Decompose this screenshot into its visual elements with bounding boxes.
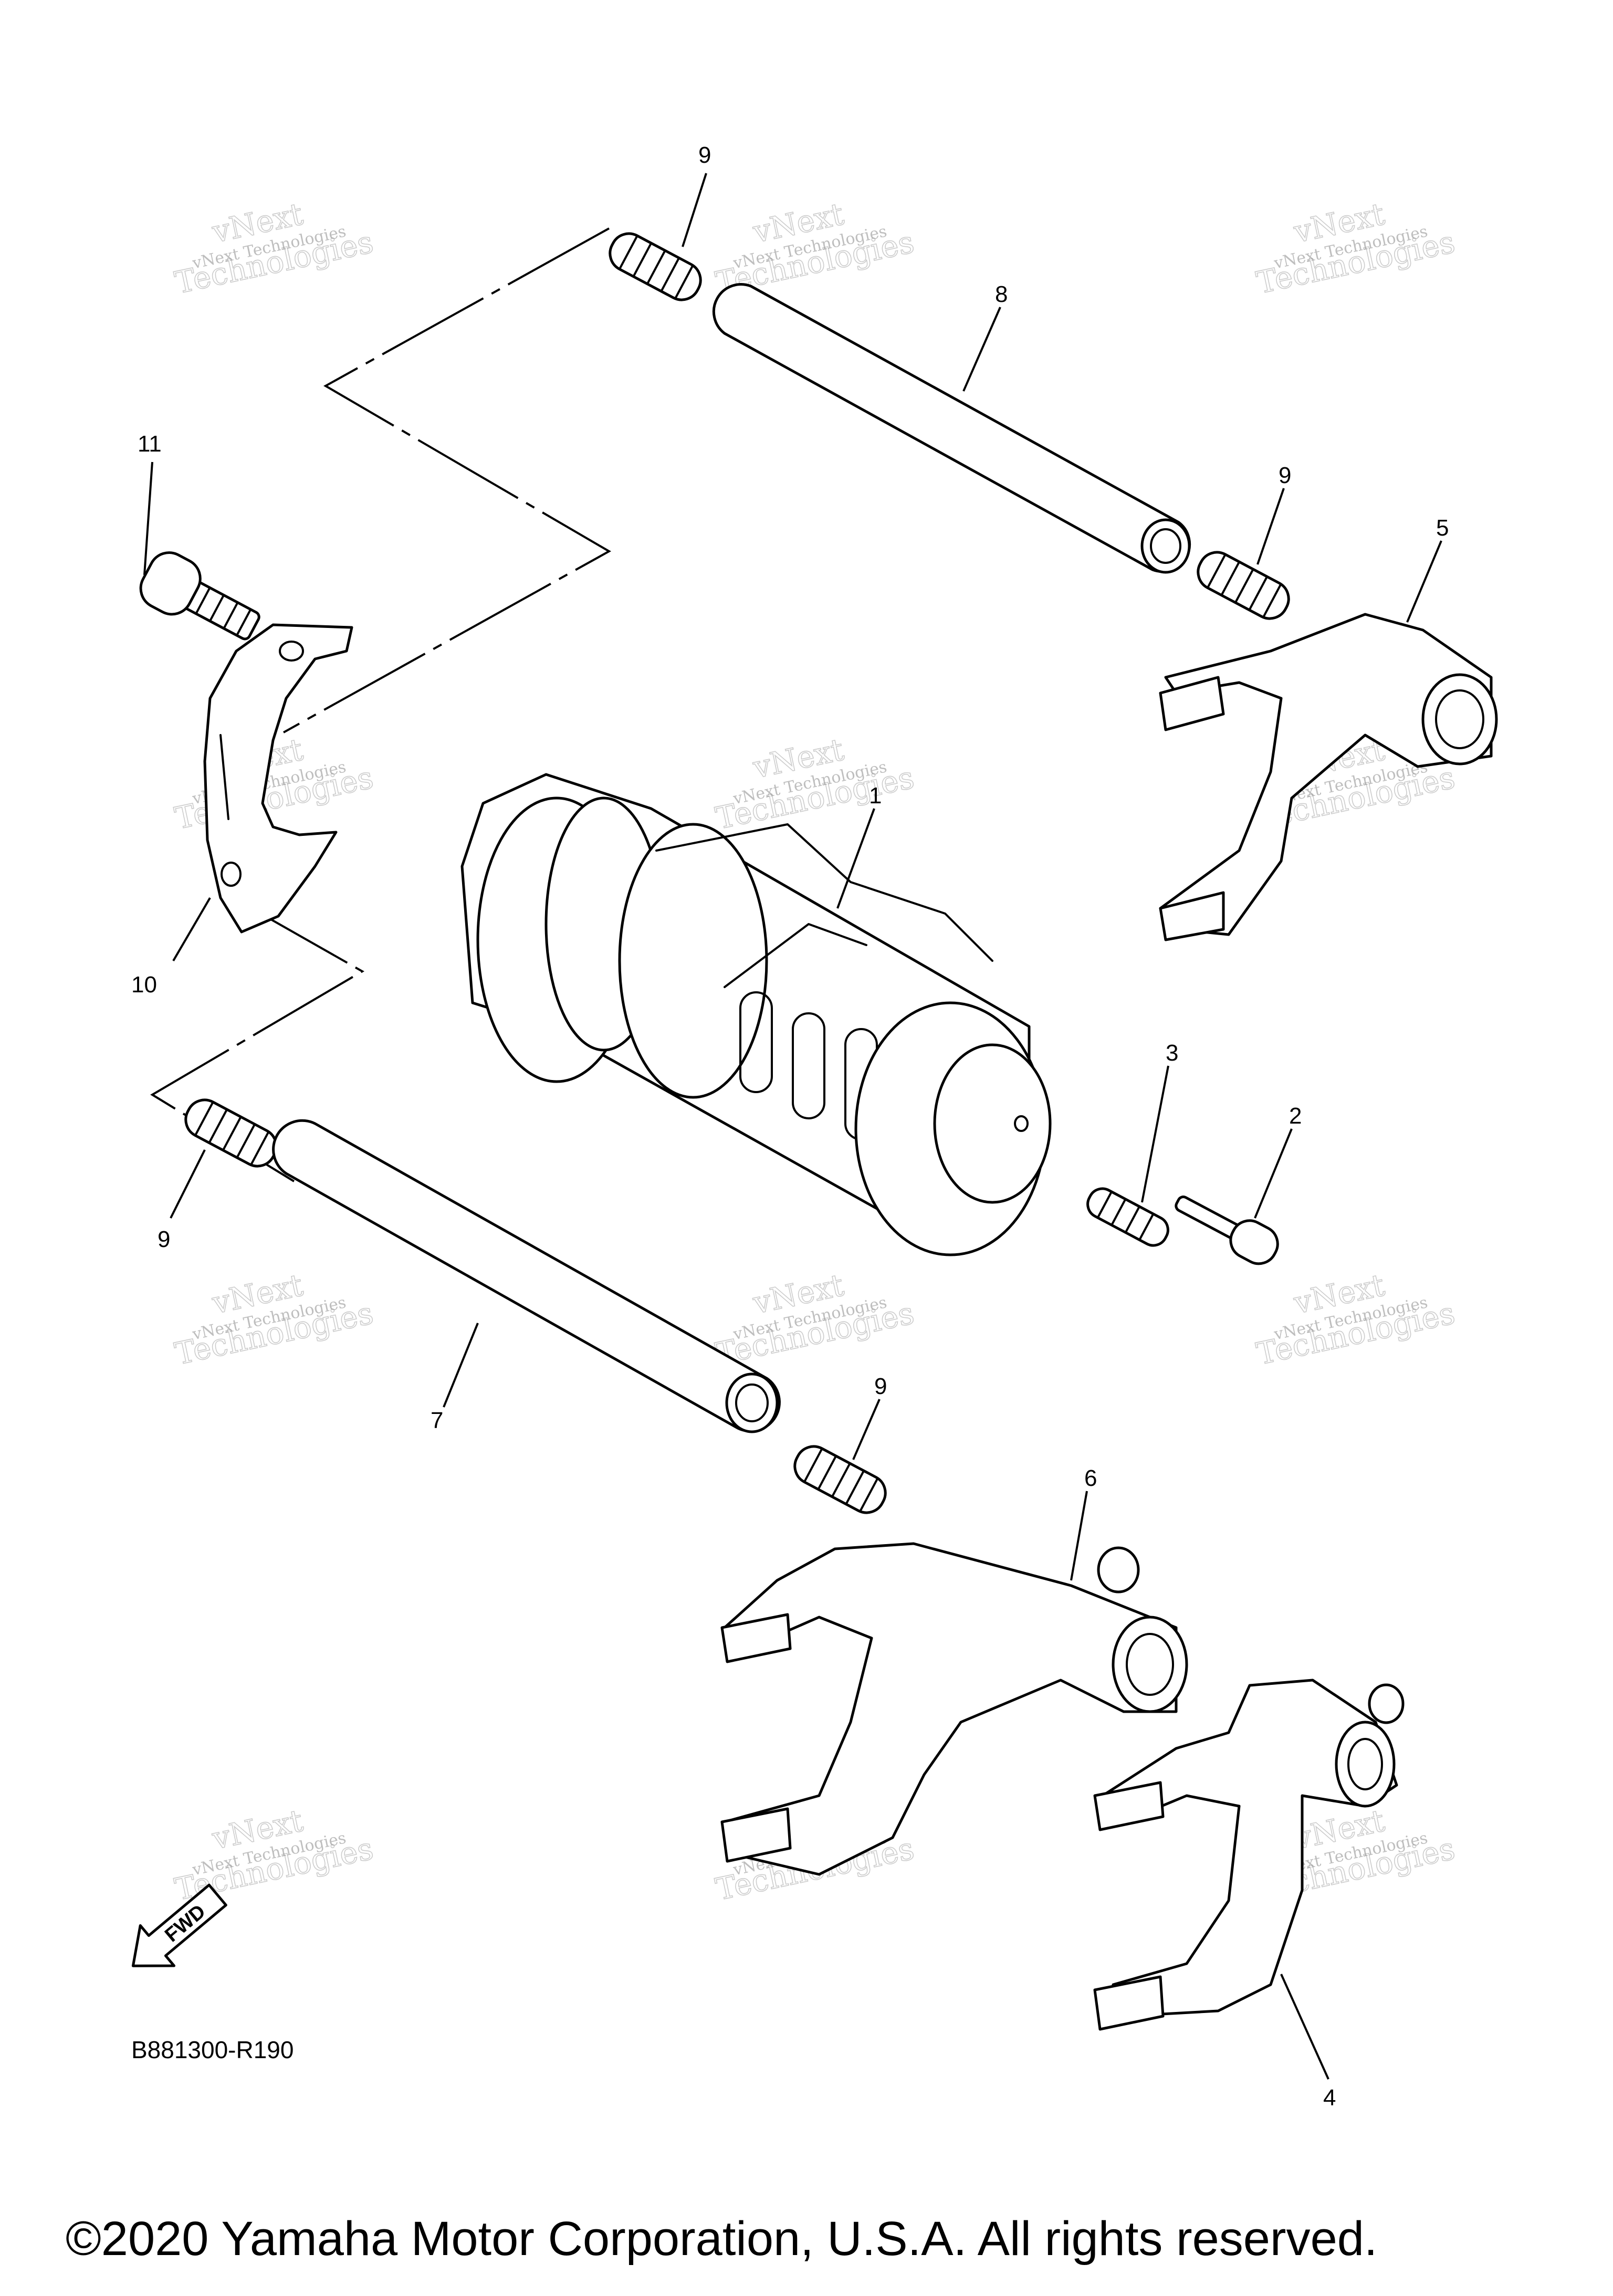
callout-3: 3: [1166, 1040, 1178, 1066]
callout-1: 1: [869, 783, 882, 809]
callout-4: 4: [1323, 2085, 1336, 2111]
spring-part-9-right: [1197, 551, 1290, 620]
callout-9-right: 9: [1279, 463, 1291, 488]
reference-code: B881300-R190: [131, 2036, 294, 2063]
shift-fork-shaft-7: [272, 1119, 781, 1433]
pin-part-2: [1175, 1196, 1279, 1265]
bolt-part-11: [139, 551, 260, 641]
callout-9-top: 9: [698, 142, 711, 168]
copyright-notice: ©2020 Yamaha Motor Corporation, U.S.A. A…: [66, 2212, 1377, 2266]
spring-part-9-top: [609, 232, 702, 301]
callout-6: 6: [1084, 1465, 1097, 1491]
callout-7: 7: [431, 1408, 443, 1433]
shift-fork-part-5: [1159, 613, 1498, 941]
watermark-top-right: vNext vNext Technologies Technologies: [1253, 195, 1458, 301]
watermark-top-center: vNext vNext Technologies Technologies: [712, 195, 917, 301]
spring-part-9-lower-left: [184, 1098, 278, 1168]
watermark-mid-center: vNext vNext Technologies Technologies: [712, 731, 917, 836]
callout-10: 10: [131, 972, 157, 998]
callout-11: 11: [138, 431, 162, 457]
watermark-bottom-left: vNext vNext Technologies Technologies: [171, 1802, 376, 1907]
leader-lines: [143, 173, 1442, 2080]
stopper-lever-part-10: [203, 623, 353, 934]
callout-8: 8: [995, 281, 1008, 307]
shift-drum-part-1: [460, 773, 1052, 1256]
shift-fork-shaft-8: [712, 283, 1191, 574]
callout-9-lower-mid: 9: [874, 1374, 887, 1399]
watermark-low-center: vNext vNext Technologies Technologies: [712, 1266, 917, 1372]
watermark-top-left: vNext vNext Technologies Technologies: [171, 195, 376, 301]
callout-2: 2: [1289, 1103, 1302, 1129]
watermark-low-left: vNext vNext Technologies Technologies: [171, 1266, 376, 1372]
watermark-low-right: vNext vNext Technologies Technologies: [1253, 1266, 1458, 1372]
callout-5: 5: [1436, 515, 1449, 541]
shift-fork-part-4: [1093, 1679, 1405, 2031]
callout-9-lower-left: 9: [158, 1226, 170, 1252]
assembly-line-upper: [283, 227, 612, 733]
spring-part-3: [1086, 1187, 1169, 1247]
shift-fork-part-6: [720, 1542, 1188, 1876]
spring-part-9-lower-mid: [793, 1445, 887, 1514]
